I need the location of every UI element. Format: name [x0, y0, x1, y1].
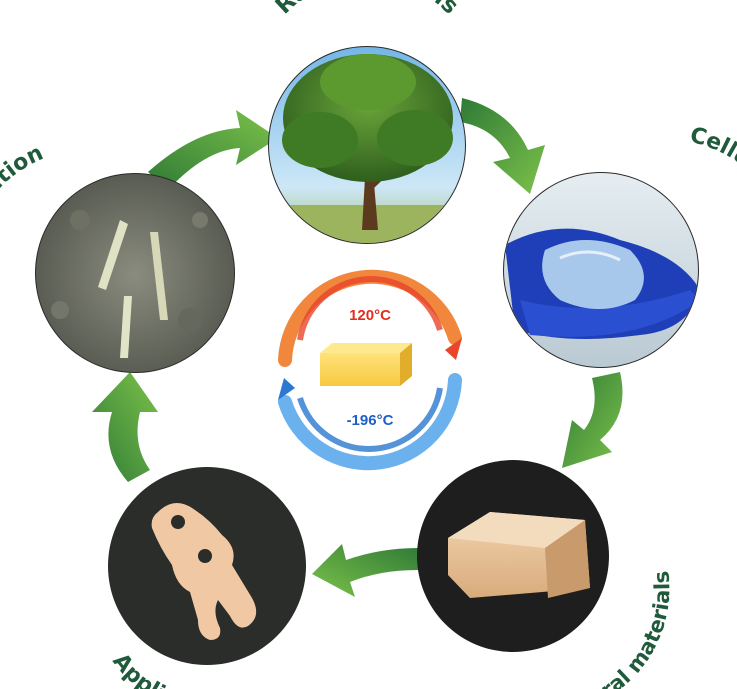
arrow-cnf-to-structural — [562, 372, 623, 468]
biodegradation-image — [35, 173, 235, 373]
cellulose-nanofibers-image — [503, 172, 699, 368]
arrow-biodegradation-to-raw — [148, 110, 278, 190]
raw-materials-image — [268, 46, 466, 244]
hot-arrowhead — [445, 338, 462, 360]
temperature-cycle: 120°C -196°C — [278, 269, 462, 471]
applications-image — [108, 467, 306, 665]
hot-temperature-label: 120°C — [349, 307, 391, 324]
yellow-bar-image — [320, 343, 412, 386]
cellulose-nanofibers-label: Cellulose nanofibers — [687, 123, 737, 348]
cold-arrowhead — [278, 378, 295, 400]
raw-materials-label: Raw materials — [271, 0, 464, 19]
structural-materials-image — [417, 460, 609, 652]
cold-temperature-label: -196°C — [347, 412, 394, 429]
arrow-structural-to-applications — [312, 544, 418, 597]
arrow-raw-to-cnf — [460, 98, 545, 194]
arrow-applications-to-biodegradation — [92, 372, 158, 482]
